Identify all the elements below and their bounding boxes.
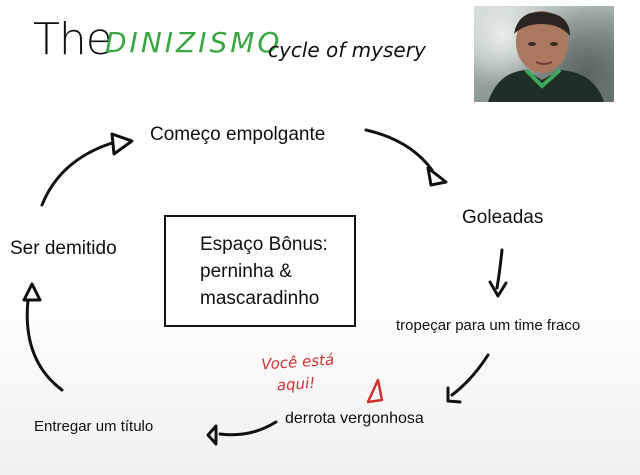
arrowhead-ser (22, 282, 42, 302)
bonus-line-1: Espaço Bônus: (200, 234, 328, 255)
arrowhead-goleadas (426, 166, 448, 187)
node-tropecar: tropeçar para um time fraco (396, 317, 581, 334)
arrow-comeco-goleadas (364, 128, 434, 172)
arrowhead-derrota (446, 386, 462, 404)
arrow-goleadas-tropecar (495, 248, 504, 290)
arrow-derrota-entregar (218, 420, 278, 437)
node-ser-demitido: Ser demitido (10, 238, 117, 259)
node-entregar-titulo: Entregar um título (34, 418, 154, 435)
node-goleadas: Goleadas (462, 207, 544, 228)
coach-photo (474, 6, 614, 102)
bonus-line-2: perninha & (200, 261, 292, 282)
title-part-dinizismo: DINIZISMO (105, 26, 283, 59)
arrowhead-entregar (206, 424, 218, 446)
red-pointer-arrow (366, 378, 384, 404)
arrow-ser-comeco (40, 141, 114, 207)
bonus-line-3: mascaradinho (200, 288, 320, 309)
arrow-tropecar-derrota (450, 353, 490, 397)
arrowhead-tropecar (488, 280, 508, 298)
title-part-cycle: cycle of mysery (268, 38, 426, 62)
person-silhouette-icon (488, 11, 604, 102)
node-derrota-vergonhosa: derrota vergonhosa (285, 410, 424, 427)
node-comeco-empolgante: Começo empolgante (150, 124, 326, 145)
arrowhead-comeco (110, 132, 134, 156)
bonus-box: Espaço Bônus: perninha & mascaradinho (164, 215, 356, 327)
you-are-here-annotation: Você está aqui! (261, 349, 337, 398)
arrow-entregar-ser (25, 298, 64, 392)
title-part-the: The (33, 14, 113, 65)
